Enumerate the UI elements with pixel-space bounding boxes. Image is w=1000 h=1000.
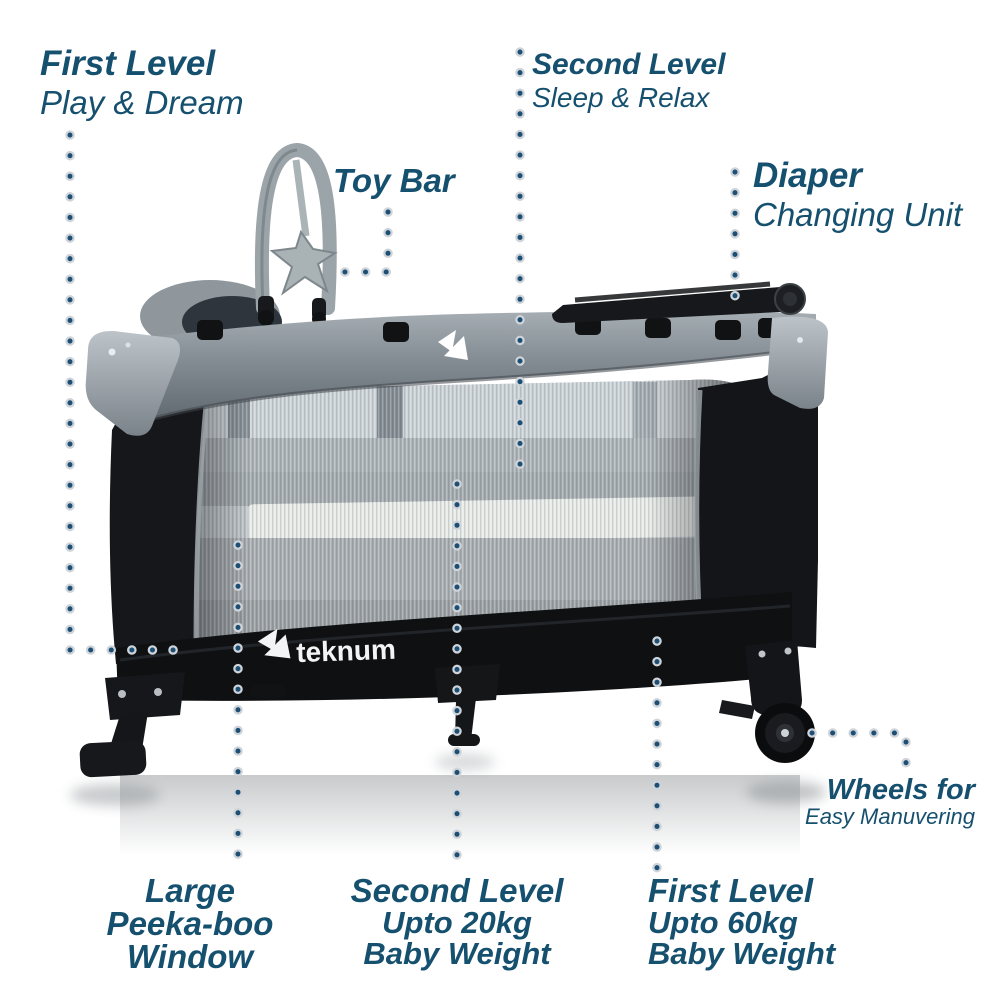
floor-reflection [70,754,826,855]
label-first-level-weight: First Level Upto 60kg Baby Weight [648,874,835,969]
callout-title: Diaper [753,156,862,195]
callout-subtitle: Upto 20kg [382,905,532,940]
teknum-bird-icon [264,634,291,659]
callout-subtitle: Upto 60kg [648,905,798,940]
toy-bar-illustration [254,142,338,326]
callout-subtitle: Sleep & Relax [532,82,710,114]
teknum-logo-band: teknum [257,628,397,668]
callout-subtitle: Window [126,938,254,975]
leader-wheels [809,730,909,775]
star-toy [269,229,338,296]
teknum-logo-rail [438,330,468,360]
label-toy-bar: Toy Bar [333,162,455,200]
callout-subtitle: Baby Weight [648,936,836,971]
side-panels [109,344,818,664]
teknum-bird-icon [257,628,278,651]
leader-lines [65,47,911,877]
callout-subtitle: Changing Unit [753,195,963,233]
diaper-changing-unit [552,281,806,323]
callout-title: Second Level [350,872,564,909]
callout-subtitle: Play & Dream [40,83,244,121]
caster-wheel [719,640,815,763]
callout-title: First Level [40,44,216,83]
leader-toy-bar [329,209,391,275]
callout-title: Large [145,872,235,909]
label-first-level-play: First Level Play & Dream [40,44,244,122]
callout-title: Peeka-boo [106,905,274,942]
corner-caps [85,316,828,436]
leader-first-level-top [67,132,195,653]
callout-subtitle: Baby Weight [363,936,551,971]
callout-subtitle: Easy Manuvering [805,804,975,830]
teknum-logo-text: teknum [296,634,397,668]
label-wheels: Wheels for Easy Manuvering [805,775,975,829]
teknum-bird-icon [444,336,468,360]
teknum-bird-icon [438,330,456,352]
legs-and-feet [79,640,815,778]
top-rail [108,311,817,428]
label-second-level-weight: Second Level Upto 20kg Baby Weight [351,874,564,969]
label-peekaboo-window: Large Peeka-boo Window [107,874,274,973]
callout-title: Second Level [532,48,726,81]
callout-title: First Level [648,872,814,909]
callout-title: Wheels for [826,774,975,806]
callout-title: Toy Bar [333,162,455,199]
label-second-level-sleep: Second Level Sleep & Relax [532,48,725,114]
label-diaper-changing-unit: Diaper Changing Unit [753,156,962,234]
